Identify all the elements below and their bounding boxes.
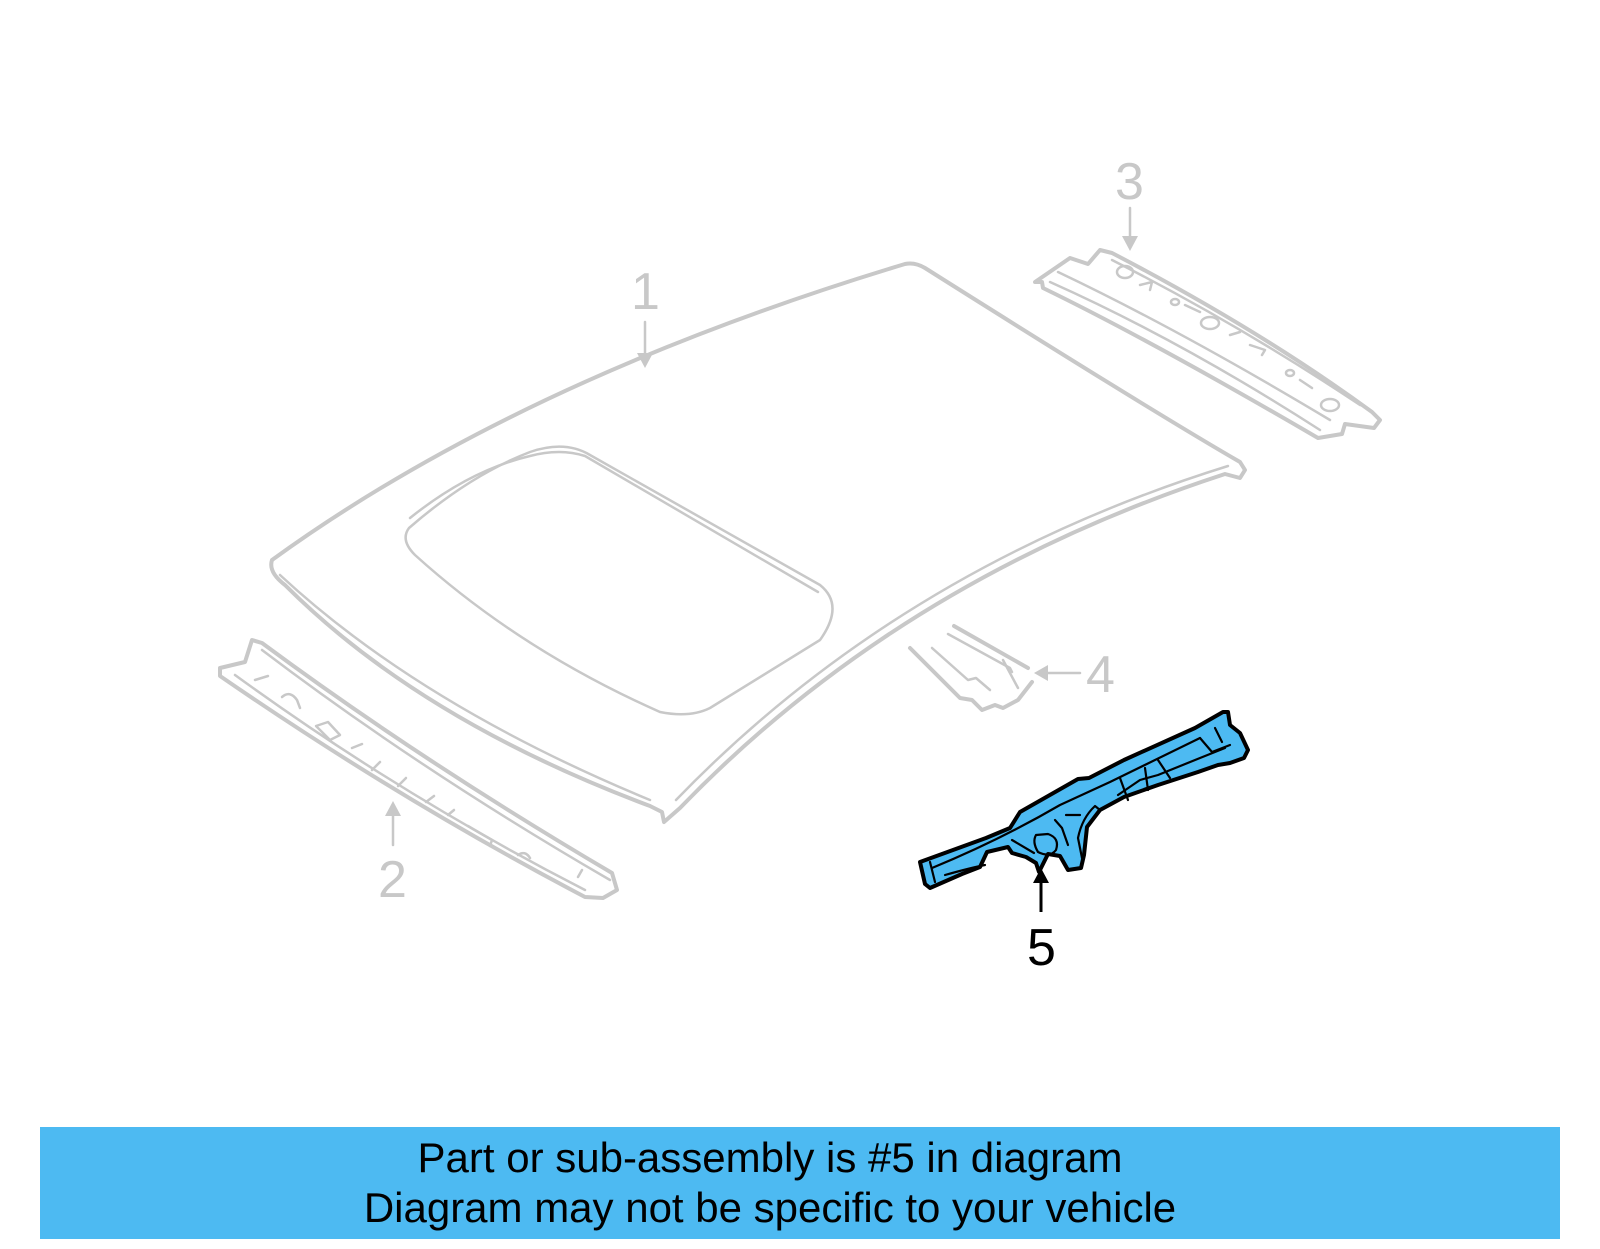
side-rail-part-5-highlighted[interactable]: [918, 710, 1250, 890]
callout-arrow-1: [637, 320, 653, 368]
banner-disclaimer-text: Diagram may not be specific to your vehi…: [363, 1184, 1177, 1231]
callout-arrow-5: [1033, 868, 1049, 912]
roof-panel-part-1[interactable]: [269, 261, 1247, 824]
callout-label-1[interactable]: 1: [631, 263, 660, 321]
callout-arrow-3: [1122, 206, 1138, 251]
front-header-rail-part-2[interactable]: [218, 638, 619, 900]
roof-bow-part-4[interactable]: [908, 624, 1034, 712]
callout-arrow-2: [385, 801, 401, 847]
callout-label-4[interactable]: 4: [1086, 646, 1115, 704]
info-banner: Part or sub-assembly is #5 in diagram Di…: [40, 1127, 1560, 1239]
callout-arrow-4: [1034, 665, 1082, 681]
callout-label-5[interactable]: 5: [1027, 919, 1056, 977]
banner-part-reference-text: Part or sub-assembly is #5 in diagram: [417, 1134, 1123, 1181]
callout-label-2[interactable]: 2: [378, 851, 407, 909]
callout-label-3[interactable]: 3: [1115, 153, 1144, 211]
rear-header-rail-part-3[interactable]: [1033, 248, 1382, 440]
